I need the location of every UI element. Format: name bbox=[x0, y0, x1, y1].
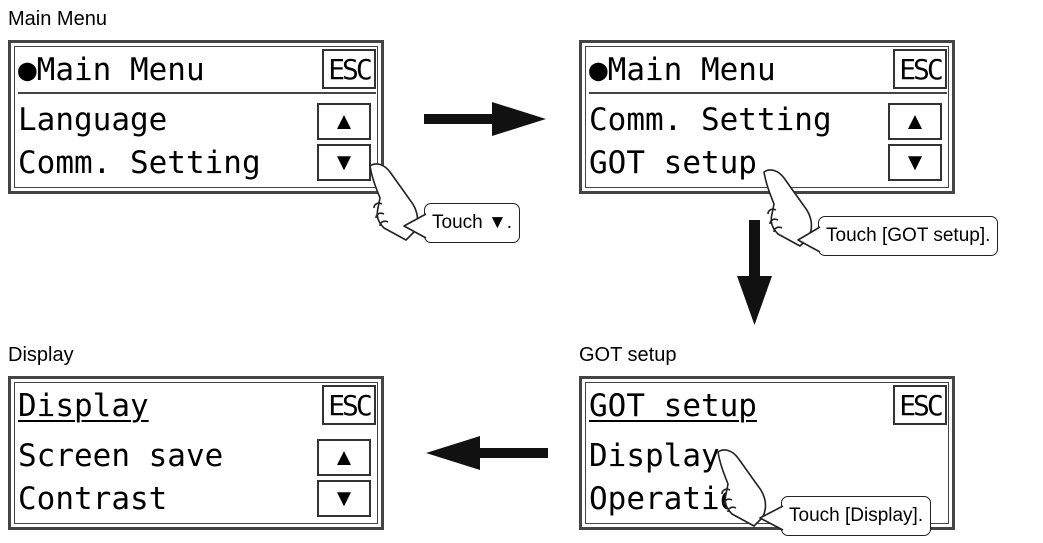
menu-item-screen-save[interactable]: Screen save bbox=[18, 438, 224, 474]
got-setup-caption: GOT setup bbox=[579, 344, 677, 366]
scroll-up-button[interactable]: ▲ bbox=[317, 439, 371, 476]
pointing-hand-icon bbox=[717, 449, 767, 527]
screen-title: Display bbox=[18, 388, 149, 424]
pointing-hand-icon bbox=[763, 169, 813, 247]
title-divider bbox=[589, 92, 947, 94]
up-arrow-icon: ▲ bbox=[332, 444, 356, 471]
callout-touch-down: Touch ▼. bbox=[424, 203, 521, 243]
scroll-down-button[interactable]: ▼ bbox=[888, 144, 942, 181]
up-arrow-icon: ▲ bbox=[903, 108, 927, 135]
esc-button[interactable]: ESC bbox=[322, 49, 376, 89]
display-caption: Display bbox=[8, 344, 74, 366]
esc-button[interactable]: ESC bbox=[893, 49, 947, 89]
display-screen: Display ESC Screen save Contrast ▲ ▼ bbox=[8, 376, 384, 530]
screen-title: ●Main Menu bbox=[589, 52, 776, 88]
arrow-left-icon bbox=[426, 436, 548, 470]
menu-item-comm-setting[interactable]: Comm. Setting bbox=[18, 145, 261, 181]
esc-button[interactable]: ESC bbox=[893, 385, 947, 425]
screen-title: GOT setup bbox=[589, 388, 757, 424]
menu-item-display[interactable]: Display bbox=[589, 438, 720, 474]
scroll-up-button[interactable]: ▲ bbox=[888, 103, 942, 140]
main-menu-screen-1: ●Main Menu ESC Language Comm. Setting ▲ … bbox=[8, 40, 384, 194]
pointing-hand-icon bbox=[369, 163, 419, 241]
menu-item-language[interactable]: Language bbox=[18, 102, 168, 138]
title-divider bbox=[18, 92, 376, 94]
menu-item-comm-setting[interactable]: Comm. Setting bbox=[589, 102, 832, 138]
down-arrow-icon: ▼ bbox=[332, 485, 356, 512]
callout-touch-got-setup: Touch [GOT setup]. bbox=[818, 216, 999, 256]
esc-button[interactable]: ESC bbox=[322, 385, 376, 425]
arrow-down-icon bbox=[737, 220, 772, 325]
main-menu-caption: Main Menu bbox=[8, 8, 107, 30]
up-arrow-icon: ▲ bbox=[332, 108, 356, 135]
screen-title: ●Main Menu bbox=[18, 52, 205, 88]
menu-item-got-setup[interactable]: GOT setup bbox=[589, 145, 757, 181]
main-menu-screen-2: ●Main Menu ESC Comm. Setting GOT setup ▲… bbox=[579, 40, 955, 194]
down-arrow-icon: ▼ bbox=[903, 149, 927, 176]
arrow-right-icon bbox=[424, 102, 546, 136]
scroll-down-button[interactable]: ▼ bbox=[317, 144, 371, 181]
callout-touch-display: Touch [Display]. bbox=[781, 496, 932, 536]
menu-item-contrast[interactable]: Contrast bbox=[18, 481, 168, 517]
scroll-down-button[interactable]: ▼ bbox=[317, 480, 371, 517]
scroll-up-button[interactable]: ▲ bbox=[317, 103, 371, 140]
down-arrow-icon: ▼ bbox=[332, 149, 356, 176]
